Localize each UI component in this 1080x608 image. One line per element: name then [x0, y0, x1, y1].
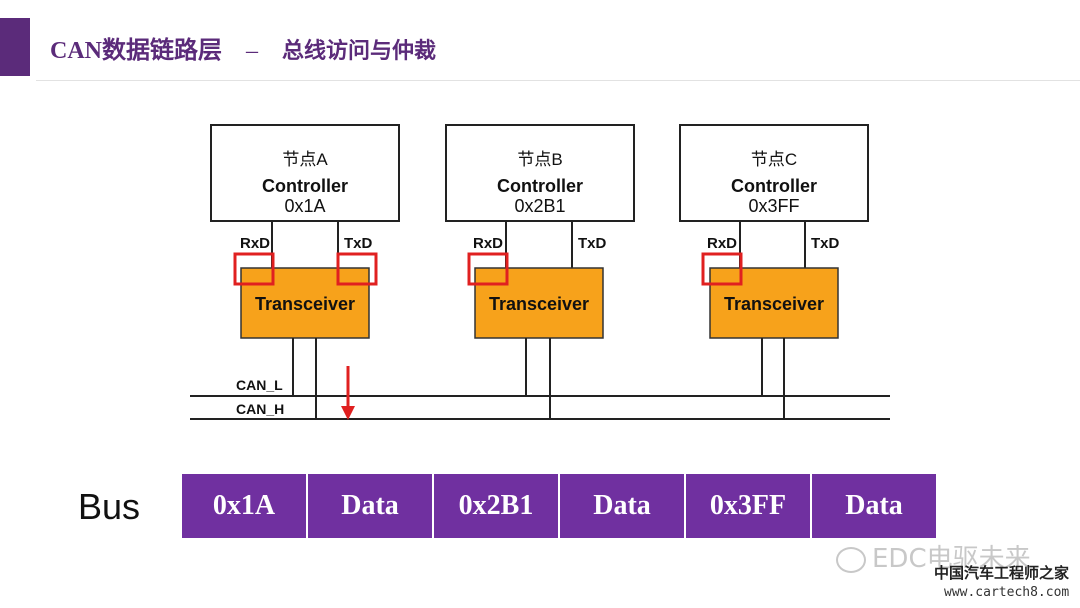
transceiver-label-c: Transceiver: [724, 294, 824, 314]
node-name-c: 节点C: [751, 150, 797, 169]
txd-label-c: TxD: [811, 235, 840, 252]
node-a: 节点A Controller 0x1A RxD TxD Transceiver: [210, 124, 400, 419]
rxd-highlight-b: [467, 252, 509, 286]
title-main: CAN数据链路层: [50, 38, 222, 64]
title-separator: –: [246, 38, 258, 64]
node-id-c: 0x3FF: [748, 196, 799, 216]
transceiver-label-b: Transceiver: [489, 294, 589, 314]
transceiver-box-b: [474, 267, 604, 339]
node-c: 节点C Controller 0x3FF RxD TxD Transceiver: [679, 124, 869, 419]
frame-field-id-c: 0x3FF: [686, 474, 810, 538]
frame-field-data-c: Data: [812, 474, 936, 538]
red-down-arrow-icon: [341, 366, 355, 420]
controller-label-c: Controller: [731, 176, 817, 196]
can-h-label: CAN_H: [236, 401, 284, 417]
title-rule: [36, 80, 1080, 81]
watermark-line1: EDC电驱未来: [872, 544, 1031, 574]
rxd-label-b: RxD: [473, 235, 503, 252]
node-name-a: 节点A: [282, 150, 328, 169]
rxd-highlight-a: [233, 252, 275, 286]
controller-label-a: Controller: [262, 176, 348, 196]
node-name-b: 节点B: [517, 150, 562, 169]
transceiver-box-c: [709, 267, 839, 339]
transceiver-label-a: Transceiver: [255, 294, 355, 314]
bus-label: Bus: [78, 486, 141, 527]
frame-field-data-b: Data: [560, 474, 684, 538]
txd-highlight-a: [336, 252, 378, 286]
page-title: CAN数据链路层–总线访问与仲裁: [50, 30, 436, 65]
controller-box-c: [679, 124, 869, 222]
frame-field-data-a: Data: [308, 474, 432, 538]
title-accent-bar: [0, 18, 30, 76]
watermark-line3: www.cartech8.com: [944, 585, 1070, 600]
watermark-line2: 中国汽车工程师之家: [934, 564, 1070, 582]
wechat-icon: [836, 546, 866, 573]
controller-box-b: [445, 124, 635, 222]
rxd-label-c: RxD: [707, 235, 737, 252]
frame-field-id-b: 0x2B1: [434, 474, 558, 538]
txd-label-b: TxD: [578, 235, 607, 252]
rxd-highlight-c: [701, 252, 743, 286]
watermark: EDC电驱未来: [836, 538, 1031, 575]
node-b: 节点B Controller 0x2B1 RxD TxD Transceiver: [445, 124, 635, 419]
bus-frame: 0x1A Data 0x2B1 Data 0x3FF Data: [182, 474, 938, 538]
rxd-label-a: RxD: [240, 235, 270, 252]
node-id-b: 0x2B1: [514, 196, 565, 216]
frame-field-id-a: 0x1A: [182, 474, 306, 538]
transceiver-box-a: [240, 267, 370, 339]
node-id-a: 0x1A: [284, 196, 325, 216]
can-l-label: CAN_L: [236, 377, 283, 393]
txd-label-a: TxD: [344, 235, 373, 252]
controller-label-b: Controller: [497, 176, 583, 196]
title-sub: 总线访问与仲裁: [282, 39, 437, 64]
controller-box-a: [210, 124, 400, 222]
